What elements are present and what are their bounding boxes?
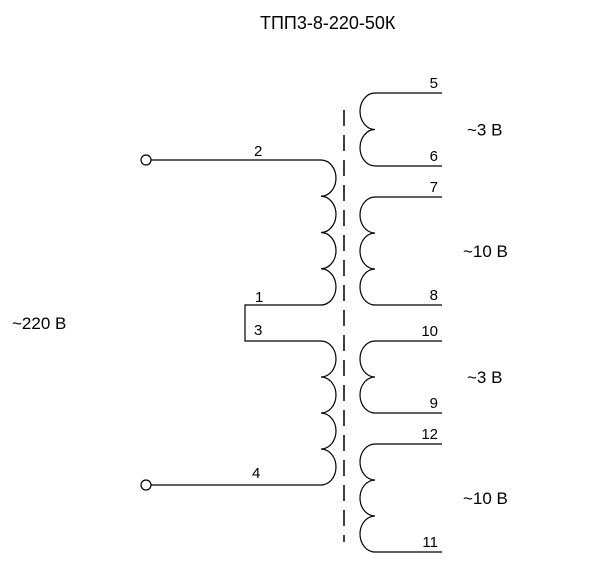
secondary-coil — [359, 443, 376, 553]
terminal-top — [140, 154, 152, 166]
secondary-windings: 5 6 ~3 В 7 8 ~10 В 10 9 ~3 В 12 11 ~10 В — [359, 75, 508, 553]
secondary-voltage-label: ~3 В — [467, 121, 502, 140]
tap-link-1-3 — [244, 304, 321, 342]
primary-coil-lower — [320, 340, 337, 486]
pin-label-2: 2 — [254, 143, 262, 160]
pin-label: 12 — [421, 426, 438, 443]
secondary-coil — [359, 340, 376, 414]
secondary-voltage-label: ~10 В — [463, 489, 508, 508]
secondary-voltage-label: ~3 В — [467, 368, 502, 387]
pin-label: 10 — [421, 323, 438, 340]
pin-label: 9 — [430, 395, 438, 412]
pin-label-3: 3 — [254, 322, 262, 339]
pin-label: 11 — [422, 534, 438, 551]
secondary-coil — [359, 92, 376, 167]
pin-label: 6 — [430, 148, 438, 165]
secondary-voltage-label: ~10 В — [463, 242, 508, 261]
pin-label: 5 — [430, 75, 438, 92]
pin-label-4: 4 — [252, 465, 260, 482]
primary-voltage-label: ~220 В — [12, 314, 66, 333]
terminal-bottom — [140, 479, 152, 491]
primary-coil-upper — [320, 159, 337, 306]
pin-label: 8 — [430, 287, 438, 304]
primary-winding: 2 1 3 4 ~220 В — [12, 143, 337, 491]
pin-label-1: 1 — [255, 289, 263, 306]
transformer-title: ТПП3-8-220-50К — [260, 13, 396, 33]
pin-label: 7 — [430, 179, 438, 196]
secondary-coil — [359, 196, 376, 306]
